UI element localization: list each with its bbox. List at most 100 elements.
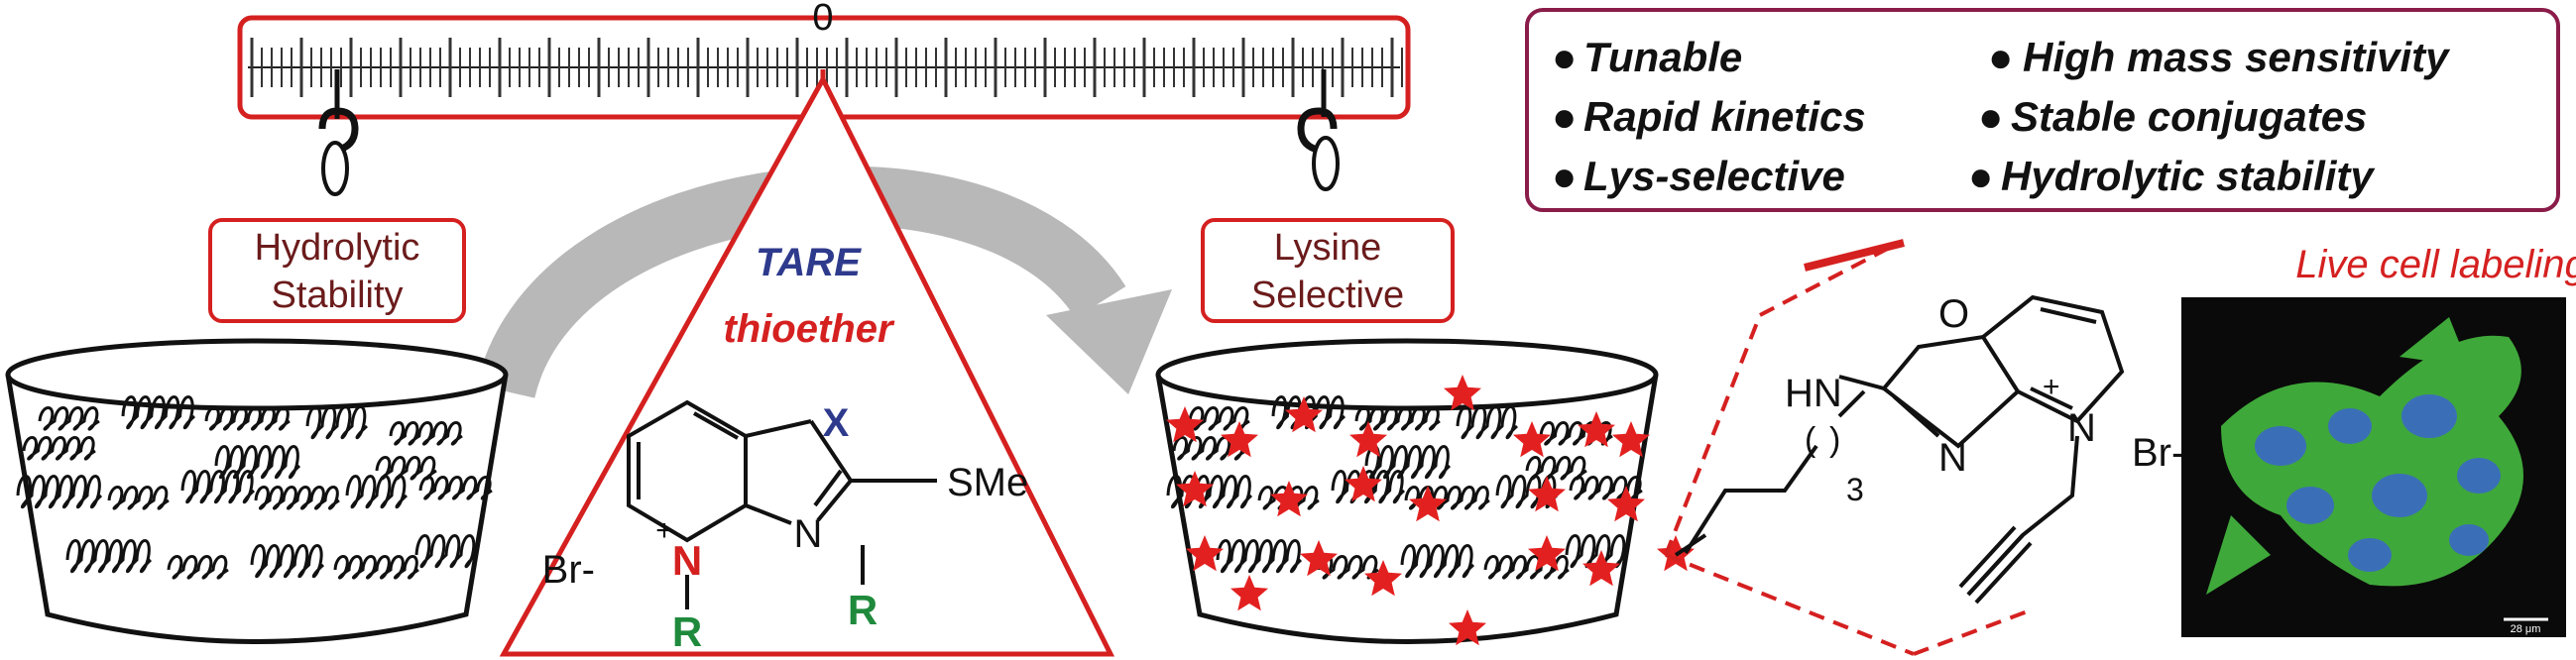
core-r-right: R — [848, 587, 878, 633]
linker-paren-close: ) — [1829, 421, 1840, 459]
protein-coil — [389, 421, 463, 446]
label-star-icon — [1528, 476, 1566, 512]
label-star-icon — [1285, 396, 1323, 433]
core-plus: + — [655, 514, 673, 547]
label-star-icon — [1444, 375, 1481, 411]
right-tag-line1: Lysine — [1274, 227, 1381, 269]
protein-coil — [1166, 475, 1253, 509]
hydrolytic-stability-tag: Hydrolytic Stability — [208, 218, 466, 323]
cell-image — [2206, 317, 2523, 595]
protein-coil — [180, 470, 256, 504]
protein-coil — [1495, 475, 1558, 509]
tare-triangle: TARE thioether — [499, 73, 1115, 657]
label-star-icon — [1513, 421, 1551, 458]
core-r-left: R — [672, 608, 702, 655]
tare-title: TARE — [756, 241, 862, 284]
protein-coil — [254, 486, 340, 510]
protein-coil — [204, 406, 291, 431]
protein-coil — [16, 475, 103, 509]
protein-coil — [38, 406, 100, 431]
core-ring-nitrogen: N — [672, 537, 702, 584]
conjugate-labels: HN O N N + Br- ( ) 3 — [1785, 292, 2184, 507]
live-cell-panel: Live cell labeling 28 μm — [2181, 243, 2576, 637]
protein-coil — [1216, 539, 1303, 574]
protein-coil — [121, 395, 196, 430]
protein-coil — [1317, 555, 1379, 580]
conjugate-structure — [1674, 294, 2125, 605]
protein-coil — [345, 475, 408, 509]
feature-bullet-2: ● — [1552, 93, 1577, 140]
protein-coil — [333, 555, 419, 580]
cell-caption: Live cell labeling — [2295, 243, 2576, 286]
feature-bullet-6: ● — [1968, 153, 1993, 199]
zoom-callout-lines — [1664, 241, 2034, 656]
scale-bar-label: 28 μm — [2511, 623, 2541, 635]
left-hook-icon — [318, 69, 359, 196]
right-protein-bowl — [1155, 338, 1695, 646]
protein-coil — [1400, 544, 1475, 579]
label-star-icon — [1409, 486, 1447, 522]
label-stars — [1166, 375, 1695, 646]
protein-coil — [1456, 405, 1518, 440]
scale-zero-label: 0 — [812, 0, 833, 39]
protein-coil — [214, 445, 301, 480]
protein-coil — [250, 544, 325, 579]
protein-coil — [375, 456, 437, 481]
feature-mass-sensitivity: High mass sensitivity — [2023, 34, 2451, 80]
right-hook-icon — [1297, 69, 1340, 191]
label-star-icon — [1349, 421, 1387, 458]
label-star-icon — [1186, 535, 1224, 572]
label-star-icon — [1449, 609, 1486, 646]
core-imidazole-nitrogen: N — [794, 512, 823, 556]
protein-coil — [1565, 534, 1627, 569]
protein-coil — [418, 476, 493, 500]
feature-bullet-3: ● — [1552, 153, 1577, 199]
feature-bullet-1: ● — [1552, 34, 1577, 80]
x-atom: X — [823, 401, 850, 445]
label-star-icon — [1578, 411, 1615, 448]
protein-coil — [305, 405, 368, 440]
protein-squiggles-left — [16, 395, 493, 580]
feature-rapid-kinetics: Rapid kinetics — [1583, 93, 1866, 140]
conjugate-bromide: Br- — [2132, 431, 2184, 475]
protein-coil — [1483, 555, 1570, 580]
conjugate-pyridinium-nitrogen: N — [2067, 406, 2096, 450]
protein-coil — [1354, 406, 1441, 431]
smethyl-group: SMe — [947, 461, 1028, 504]
feature-bullet-5: ● — [1978, 93, 2003, 140]
conjugate-oxygen: O — [1938, 292, 1969, 336]
core-bromide: Br- — [542, 548, 595, 592]
conjugate-hn: HN — [1785, 372, 1842, 415]
protein-coil — [1525, 456, 1587, 481]
label-star-icon — [1582, 550, 1620, 587]
protein-coil — [107, 486, 170, 510]
label-star-icon — [1612, 421, 1650, 458]
label-star-icon — [1364, 560, 1402, 597]
feature-bullet-4: ● — [1988, 34, 2013, 80]
linker-paren-open: ( — [1805, 421, 1816, 459]
feature-hydrolytic-stability: Hydrolytic stability — [2001, 153, 2376, 199]
protein-coil — [1569, 476, 1643, 500]
protein-coil — [414, 534, 477, 569]
left-tag-line2: Stability — [271, 275, 403, 316]
feature-tunable: Tunable — [1583, 34, 1742, 80]
feature-list: ● Tunable ● Rapid kinetics ● Lys-selecti… — [1525, 8, 2560, 212]
feature-stable-conjugates: Stable conjugates — [2011, 93, 2367, 140]
label-star-icon — [1607, 486, 1645, 522]
conjugate-plus: + — [2043, 371, 2060, 403]
label-star-icon — [1300, 540, 1338, 577]
left-protein-bowl — [5, 338, 509, 644]
label-star-icon — [1166, 406, 1204, 443]
protein-coil — [1188, 406, 1250, 431]
label-star-icon — [1230, 575, 1268, 611]
lysine-selective-tag: Lysine Selective — [1201, 218, 1455, 323]
core-structure-labels: X SMe Br- + N N R R — [542, 401, 1029, 655]
protein-coil — [22, 436, 96, 461]
protein-coil — [65, 539, 153, 574]
right-tag-line2: Selective — [1251, 275, 1404, 316]
thioether-title: thioether — [723, 307, 895, 351]
linker-subscript: 3 — [1846, 472, 1864, 507]
core-structure — [627, 399, 937, 609]
feature-lys-selective: Lys-selective — [1583, 153, 1845, 199]
